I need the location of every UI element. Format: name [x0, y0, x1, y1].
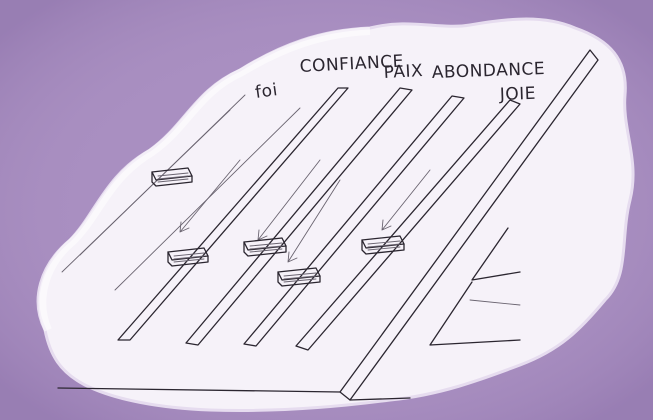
label-foi: foi [254, 80, 279, 103]
slider-knob-paix [243, 237, 287, 257]
track-abondance [243, 95, 465, 347]
guide-line [61, 109, 231, 273]
slider-knob-foi [151, 167, 193, 187]
label-paix: PAIX [383, 61, 423, 83]
slider-knob-joie [361, 235, 405, 255]
arrow-down-icon [287, 179, 341, 263]
stand-brace [469, 299, 521, 306]
knobs [151, 167, 405, 287]
stand-upper [471, 227, 521, 281]
arrow-down-icon [381, 169, 431, 231]
tracks [117, 87, 521, 351]
board-right-edge [339, 49, 599, 401]
arrow-down-icon [179, 159, 241, 233]
board [57, 49, 599, 401]
slider-knob-confiance [167, 247, 209, 267]
arrow-down-icon [257, 159, 321, 241]
track-joie [295, 99, 521, 351]
stand-lower [429, 281, 521, 346]
track-paix [185, 87, 413, 346]
arrows [179, 159, 431, 263]
labels: foi CONFIANCE PAIX ABONDANCE JOIE [254, 52, 546, 105]
track-confiance [117, 87, 349, 341]
label-joie: JOIE [498, 84, 536, 105]
label-abondance: ABONDANCE [431, 59, 545, 83]
board-base-line [349, 397, 411, 401]
slider-knob-abondance [277, 267, 321, 287]
board-front-edge [57, 387, 341, 393]
paper-edge-highlight [38, 27, 371, 332]
